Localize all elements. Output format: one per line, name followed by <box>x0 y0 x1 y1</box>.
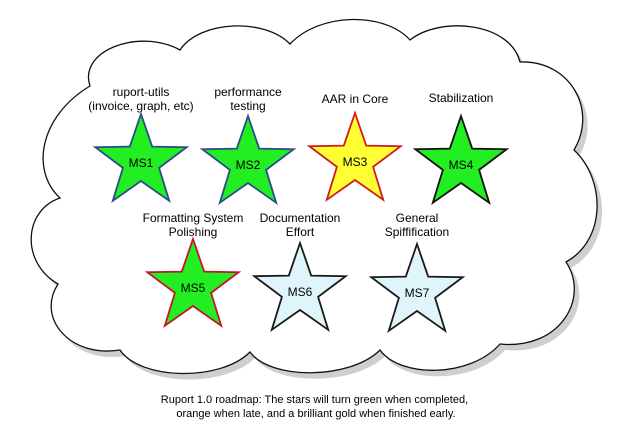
milestone-ms1-title: ruport-utils(invoice, graph, etc) <box>88 85 193 113</box>
star-ms6-icon <box>251 240 349 333</box>
milestone-title-line: testing <box>230 99 265 113</box>
star-ms4-label: MS4 <box>449 158 474 172</box>
star-ms7-icon <box>368 241 466 334</box>
milestone-ms4: MS4 Stabilization <box>412 91 510 206</box>
star-ms1-icon <box>92 111 190 204</box>
milestone-title-line: Documentation <box>260 211 341 225</box>
milestone-title-line: Effort <box>286 225 315 239</box>
star-ms2-icon <box>199 113 297 206</box>
star-ms1-label: MS1 <box>129 156 154 170</box>
milestone-title-line: (invoice, graph, etc) <box>88 99 193 113</box>
star-ms7-label: MS7 <box>405 286 430 300</box>
milestone-ms3-title: AAR in Core <box>322 92 389 106</box>
milestone-title-line: AAR in Core <box>322 92 389 106</box>
milestone-title-line: performance <box>214 85 282 99</box>
milestone-title-line: Formatting System <box>143 211 244 225</box>
milestone-title-line: ruport-utils <box>113 85 170 99</box>
milestone-title-line: Polishing <box>169 225 218 239</box>
milestone-title-line: Stabilization <box>429 91 494 105</box>
star-ms3-label: MS3 <box>343 155 368 169</box>
star-ms5-icon <box>144 236 242 329</box>
milestone-ms1: MS1 ruport-utils(invoice, graph, etc) <box>88 85 194 204</box>
milestone-title-line: Spiffification <box>385 225 449 239</box>
star-ms2-label: MS2 <box>236 158 261 172</box>
star-ms3-icon <box>306 110 404 203</box>
caption-line: Ruport 1.0 roadmap: The stars will turn … <box>161 394 468 406</box>
caption: Ruport 1.0 roadmap: The stars will turn … <box>161 394 471 420</box>
star-ms5-label: MS5 <box>181 281 206 295</box>
caption-line: orange when late, and a brilliant gold w… <box>176 408 455 420</box>
milestone-title-line: General <box>396 211 439 225</box>
milestone-ms3: MS3 AAR in Core <box>306 92 404 203</box>
star-ms6-label: MS6 <box>288 285 313 299</box>
milestone-ms4-title: Stabilization <box>429 91 494 105</box>
star-ms4-icon <box>412 113 510 206</box>
